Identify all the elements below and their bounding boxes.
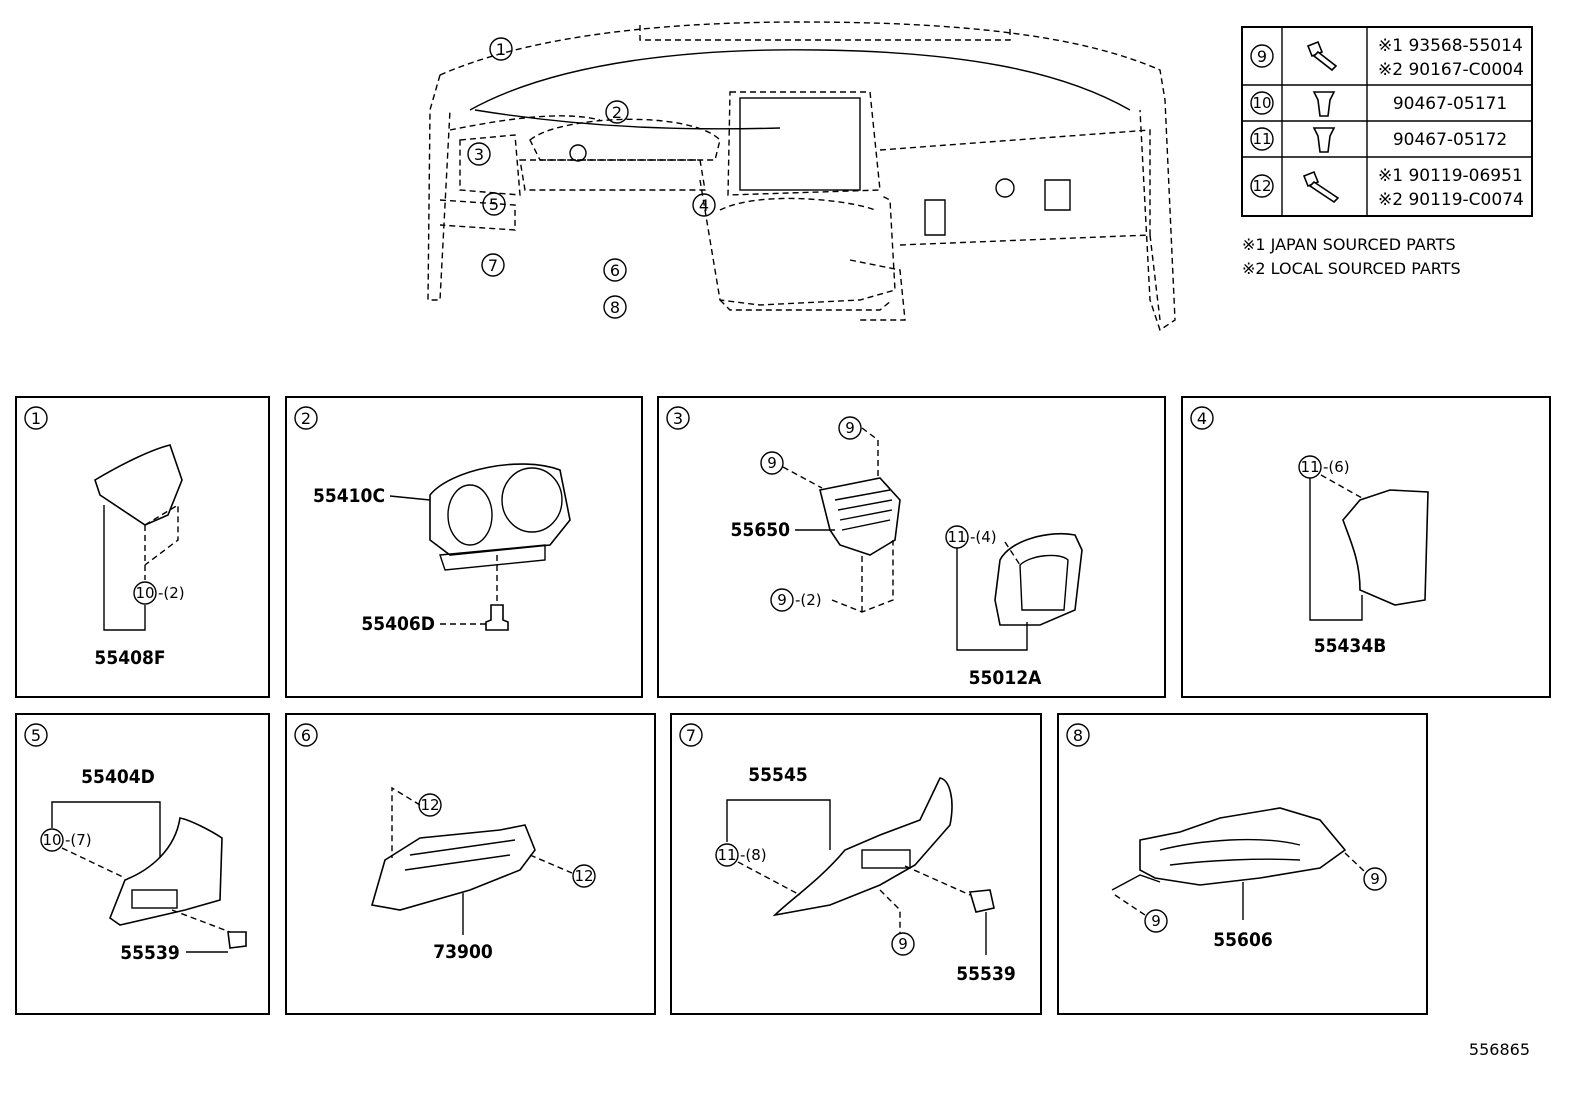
svg-text:4: 4 <box>1197 409 1207 428</box>
svg-text:12: 12 <box>574 867 593 885</box>
svg-text:11: 11 <box>717 846 736 864</box>
overview-callout: 1 <box>489 37 513 61</box>
detail-panel-3: 3 55650 9 9 9 -(2) 11 -(4) 55012A <box>657 396 1166 698</box>
overview-callout: 3 <box>467 142 491 166</box>
svg-text:-(8): -(8) <box>740 846 767 864</box>
svg-text:90467-05172: 90467-05172 <box>1393 130 1507 150</box>
svg-text:3: 3 <box>673 409 683 428</box>
svg-text:-(6): -(6) <box>1323 458 1350 476</box>
svg-text:※2 90167-C0004: ※2 90167-C0004 <box>1378 60 1524 80</box>
overview-callout: 6 <box>603 258 627 282</box>
svg-text:55545: 55545 <box>748 764 807 786</box>
overview-callout: 4 <box>692 193 716 217</box>
svg-text:9: 9 <box>1257 47 1267 66</box>
svg-text:2: 2 <box>612 103 622 122</box>
legend-row: 9 ※1 93568-55014 ※2 90167-C0004 <box>1250 36 1524 80</box>
svg-text:5: 5 <box>31 726 41 745</box>
svg-text:8: 8 <box>1073 726 1083 745</box>
svg-text:※2 90119-C0074: ※2 90119-C0074 <box>1378 190 1524 210</box>
detail-panel-8: 8 9 9 55606 <box>1057 713 1428 1015</box>
svg-text:-(2): -(2) <box>795 591 822 609</box>
overview-callout: 2 <box>605 100 629 124</box>
svg-text:3: 3 <box>474 145 484 164</box>
svg-text:1: 1 <box>496 40 506 59</box>
overview-callout: 5 <box>482 192 506 216</box>
svg-text:73900: 73900 <box>433 941 493 963</box>
svg-text:55539: 55539 <box>956 963 1015 985</box>
svg-text:9: 9 <box>1151 912 1161 930</box>
svg-text:-(2): -(2) <box>158 584 185 602</box>
svg-text:55539: 55539 <box>120 942 179 964</box>
screw-icon <box>1302 170 1340 204</box>
clip-icon <box>1312 127 1336 153</box>
svg-text:-(7): -(7) <box>65 831 92 849</box>
svg-text:10: 10 <box>135 584 154 602</box>
detail-panel-5: 5 55404D 10 -(7) 55539 <box>15 713 270 1015</box>
svg-text:55410C: 55410C <box>313 485 385 507</box>
svg-text:6: 6 <box>610 261 620 280</box>
legend-row: 10 90467-05171 <box>1250 91 1507 117</box>
svg-text:※1 90119-06951: ※1 90119-06951 <box>1378 166 1523 186</box>
svg-text:55408F: 55408F <box>94 647 165 669</box>
svg-text:55606: 55606 <box>1213 929 1272 951</box>
svg-text:7: 7 <box>488 256 498 275</box>
svg-text:11: 11 <box>1300 458 1319 476</box>
fastener-legend: 9 ※1 93568-55014 ※2 90167-C0004 10 90467… <box>1241 26 1533 278</box>
diagram-id: 556865 <box>1469 1040 1530 1059</box>
svg-text:※1 93568-55014: ※1 93568-55014 <box>1378 36 1523 56</box>
svg-text:※1 JAPAN SOURCED PARTS: ※1 JAPAN SOURCED PARTS <box>1242 235 1456 254</box>
svg-text:9: 9 <box>1370 870 1380 888</box>
legend-row: 12 ※1 90119-06951 ※2 90119-C0074 <box>1250 166 1524 210</box>
svg-text:2: 2 <box>301 409 311 428</box>
svg-text:9: 9 <box>777 591 787 609</box>
svg-text:11: 11 <box>1252 130 1271 148</box>
svg-text:※2 LOCAL SOURCED PARTS: ※2 LOCAL SOURCED PARTS <box>1242 259 1461 278</box>
overview-callout: 7 <box>481 253 505 277</box>
svg-text:7: 7 <box>686 726 696 745</box>
dashboard-overview: 1 2 3 4 5 6 7 8 <box>427 21 1176 332</box>
detail-panel-4: 4 11 -(6) 55434B <box>1181 396 1551 698</box>
svg-text:12: 12 <box>420 796 439 814</box>
detail-panel-2: 2 55410C 55406D <box>285 396 643 698</box>
svg-text:-(4): -(4) <box>970 528 997 546</box>
svg-text:11: 11 <box>947 528 966 546</box>
clip-icon <box>1312 91 1336 117</box>
svg-text:8: 8 <box>610 298 620 317</box>
svg-text:6: 6 <box>301 726 311 745</box>
detail-panel-6: 6 12 12 73900 <box>285 713 656 1015</box>
svg-text:55406D: 55406D <box>361 613 435 635</box>
svg-text:9: 9 <box>898 935 908 953</box>
legend-row: 11 90467-05172 <box>1250 127 1507 153</box>
svg-text:12: 12 <box>1252 177 1271 195</box>
svg-text:1: 1 <box>31 409 41 428</box>
svg-text:10: 10 <box>1252 94 1271 112</box>
detail-panel-1: 1 10 -(2) 55408F <box>15 396 270 698</box>
svg-text:5: 5 <box>489 195 499 214</box>
overview-callout: 8 <box>603 295 627 319</box>
bolt-icon <box>1306 40 1338 72</box>
svg-text:55404D: 55404D <box>81 766 155 788</box>
svg-text:55012A: 55012A <box>969 667 1042 689</box>
svg-text:9: 9 <box>845 419 855 437</box>
svg-text:4: 4 <box>699 196 709 215</box>
svg-text:55434B: 55434B <box>1314 635 1387 657</box>
svg-text:9: 9 <box>767 454 777 472</box>
svg-text:55650: 55650 <box>731 519 791 541</box>
svg-text:90467-05171: 90467-05171 <box>1393 94 1507 114</box>
svg-text:10: 10 <box>42 831 61 849</box>
detail-panel-7: 7 55545 11 -(8) 9 55539 <box>670 713 1042 1015</box>
